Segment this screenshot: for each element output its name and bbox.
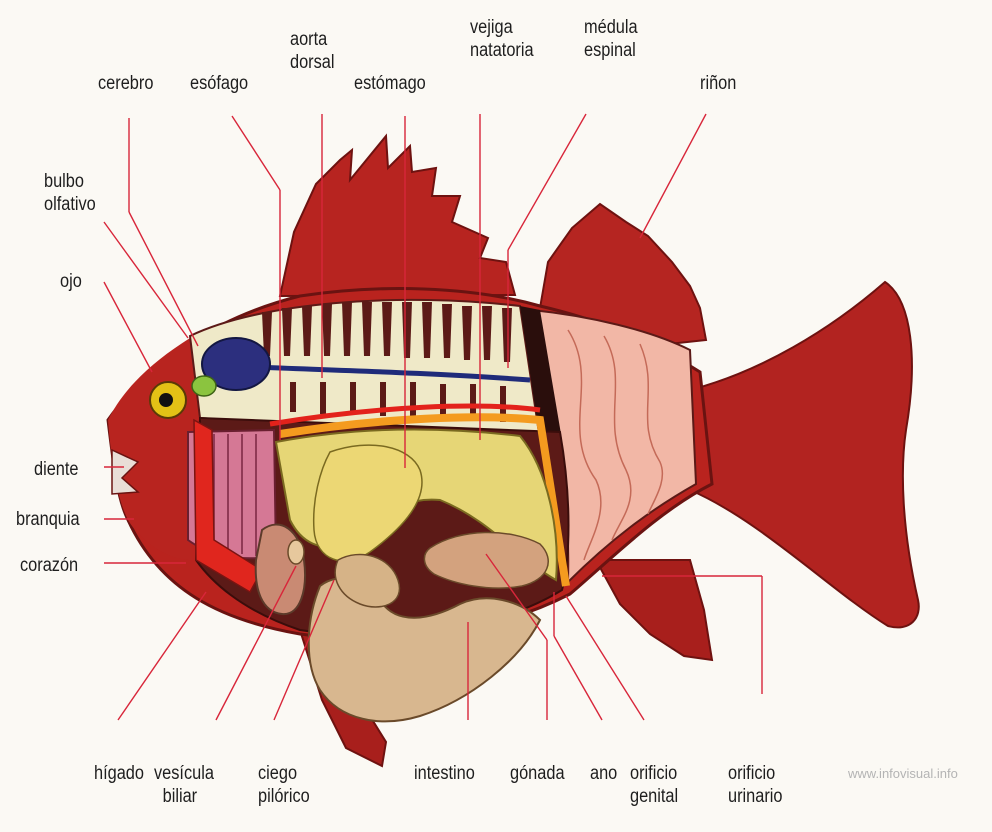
label-cerebro: cerebro (98, 72, 153, 95)
label-intestino: intestino (414, 762, 475, 785)
label-branquia: branquia (16, 508, 80, 531)
label-rinon: riñon (700, 72, 736, 95)
label-diente: diente (34, 458, 79, 481)
liver (256, 525, 305, 615)
anal-fin (596, 560, 712, 660)
fish-head (108, 338, 192, 560)
label-higado: hígado (94, 762, 144, 785)
gall-bladder (288, 540, 304, 564)
label-gonada: gónada (510, 762, 565, 785)
watermark: www.infovisual.info (848, 766, 958, 781)
olfactory-bulb (192, 376, 216, 396)
label-ano: ano (590, 762, 617, 785)
label-estomago: estómago (354, 72, 426, 95)
label-esofago: esófago (190, 72, 248, 95)
label-corazon: corazón (20, 554, 78, 577)
label-ojo: ojo (60, 270, 82, 293)
